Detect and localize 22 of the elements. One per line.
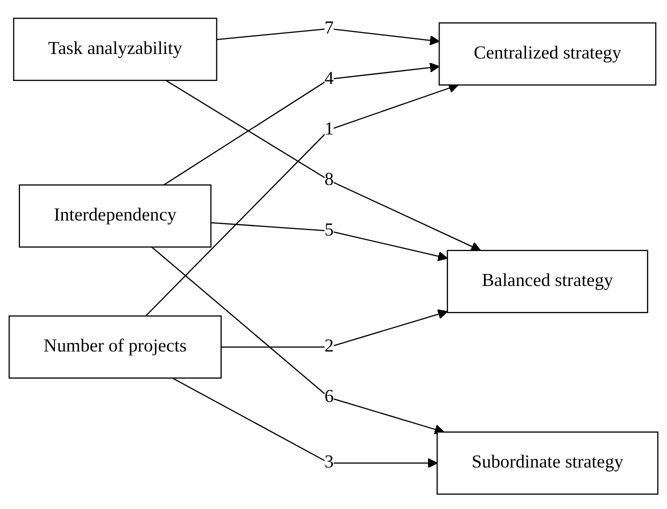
edge-label: 4 xyxy=(324,68,334,88)
node-box: Subordinate strategy xyxy=(436,431,658,495)
node-box: Interdependency xyxy=(18,184,212,248)
edge-label: 6 xyxy=(324,387,334,407)
arrow xyxy=(163,62,440,186)
edge-label: 1 xyxy=(324,119,334,139)
edge-label: 5 xyxy=(324,220,334,240)
edge-label: 8 xyxy=(324,170,334,190)
edge-label: 2 xyxy=(324,336,334,356)
arrow xyxy=(172,378,438,468)
node-box: Balanced strategy xyxy=(446,250,648,314)
arrow xyxy=(166,80,481,252)
node-box: Number of projects xyxy=(8,315,222,379)
arrow xyxy=(145,83,459,316)
node-box: Task analyzability xyxy=(13,18,218,81)
arrow xyxy=(151,246,445,434)
arrow xyxy=(210,222,448,262)
node-box: Centralized strategy xyxy=(438,22,656,86)
edge-label: 3 xyxy=(324,452,334,472)
edge-label: 7 xyxy=(324,18,334,38)
arrow xyxy=(221,309,448,348)
arrow xyxy=(216,28,440,46)
